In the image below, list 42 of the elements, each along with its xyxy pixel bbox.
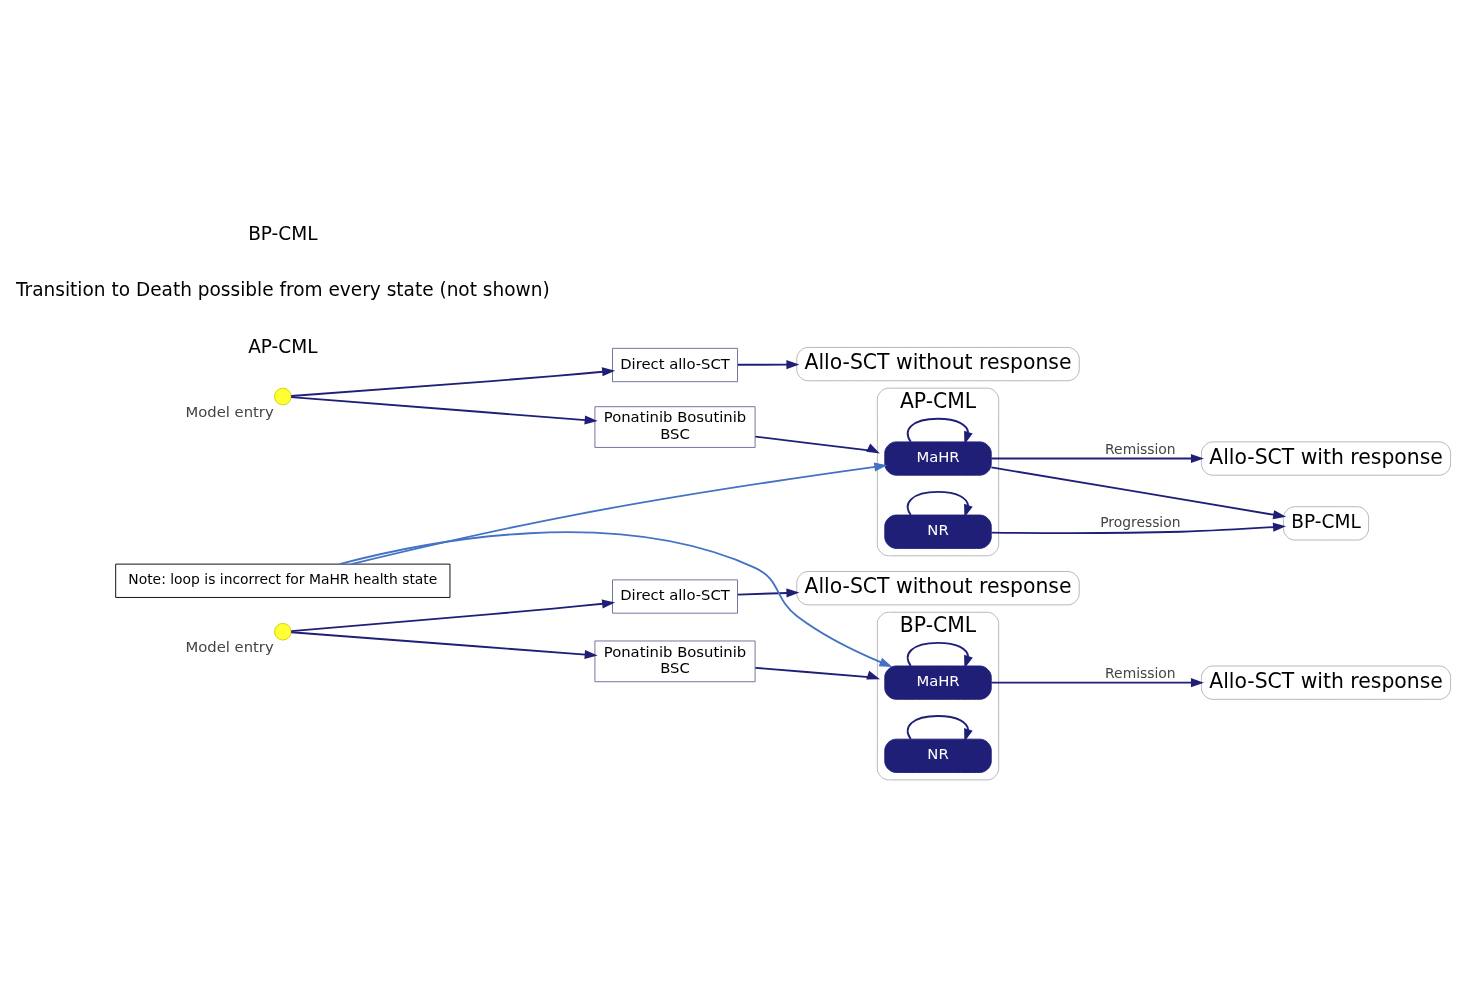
- arrow: [990, 677, 1204, 687]
- edge-label: Remission: [1105, 440, 1176, 457]
- node-box: Allo-SCT without response: [796, 346, 1080, 381]
- arrow: [906, 490, 973, 518]
- arrow: [906, 714, 973, 742]
- node-box: Allo-SCT with response: [1201, 665, 1452, 700]
- node-box: Allo-SCT without response: [796, 570, 1080, 605]
- node-box: NR: [884, 514, 992, 549]
- node-box: Ponatinib Bosutinib BSC: [594, 405, 756, 448]
- node-box: Ponatinib Bosutinib BSC: [594, 640, 756, 682]
- node-box: MaHR: [884, 665, 992, 700]
- arrow: [990, 522, 1286, 534]
- edge-label: Progression: [1100, 513, 1181, 530]
- node-label: Model entry: [185, 402, 274, 420]
- arrow: [990, 453, 1204, 463]
- label: Transition to Death possible from every state (not shown): [16, 278, 550, 300]
- arrow: [990, 465, 1287, 519]
- arrow: [290, 630, 598, 659]
- node-box: NR: [884, 738, 992, 773]
- node-circle: [274, 622, 292, 640]
- arrow: [736, 359, 800, 369]
- node-box: Allo-SCT with response: [1201, 440, 1452, 476]
- node-box: BP-CML: [1282, 505, 1370, 540]
- arrow: [350, 461, 888, 565]
- node-label: Model entry: [185, 637, 274, 655]
- arrow: [338, 530, 893, 667]
- arrow: [290, 598, 616, 632]
- node-box: Note: loop is incorrect for MaHR health state: [115, 563, 451, 598]
- node-box: Direct allo-SCT: [612, 578, 738, 614]
- arrow: [906, 417, 973, 444]
- edge-label: Remission: [1105, 664, 1176, 681]
- label: BP-CML: [248, 222, 318, 244]
- node-box: Direct allo-SCT: [612, 347, 738, 382]
- arrow: [754, 666, 880, 679]
- arrow: [290, 366, 616, 397]
- label: AP-CML: [248, 335, 318, 357]
- arrow: [736, 587, 800, 598]
- arrow: [906, 641, 973, 669]
- node-box: MaHR: [884, 440, 992, 476]
- arrow: [754, 435, 880, 453]
- arrow: [290, 395, 598, 425]
- node-circle: [274, 387, 292, 405]
